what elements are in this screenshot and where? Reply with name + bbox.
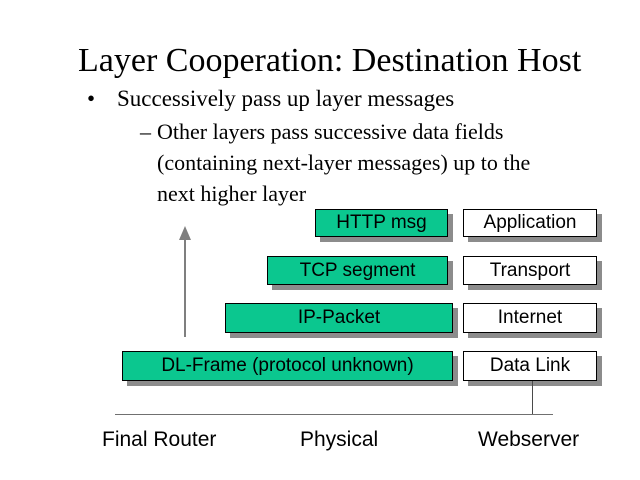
- layer-box-data-link: Data Link: [463, 351, 597, 381]
- sub-bullet-line: Other layers pass successive data fields: [157, 119, 504, 144]
- message-box-http-msg: HTTP msg: [315, 209, 448, 237]
- up-arrow-shaft: [184, 239, 186, 337]
- bullet-marker: •: [87, 86, 96, 111]
- slide-title: Layer Cooperation: Destination Host: [78, 42, 582, 79]
- message-box-ip-packet: IP-Packet: [225, 303, 453, 333]
- bullet-text: Successively pass up layer messages: [117, 86, 455, 111]
- sub-bullet-item: – Other layers pass successive data fiel…: [140, 116, 530, 209]
- webserver-connector-line: [532, 381, 533, 414]
- sub-bullet-marker: –: [140, 119, 151, 144]
- layer-box-application: Application: [463, 209, 597, 237]
- sub-bullet-line: (containing next-layer messages) up to t…: [157, 150, 531, 175]
- layer-box-internet: Internet: [463, 303, 597, 333]
- message-box-tcp-segment: TCP segment: [267, 256, 448, 285]
- sub-bullet-text: Other layers pass successive data fields…: [157, 116, 530, 209]
- label-final-router: Final Router: [102, 428, 217, 451]
- layer-box-transport: Transport: [463, 256, 597, 285]
- message-box-dl-frame: DL-Frame (protocol unknown): [122, 351, 453, 381]
- sub-bullet-line: next higher layer: [157, 181, 307, 206]
- bullet-item: • Successively pass up layer messages: [87, 86, 454, 112]
- label-webserver: Webserver: [478, 428, 580, 451]
- up-arrow-icon: [179, 226, 191, 240]
- label-physical: Physical: [300, 428, 379, 451]
- physical-link-line: [115, 414, 553, 415]
